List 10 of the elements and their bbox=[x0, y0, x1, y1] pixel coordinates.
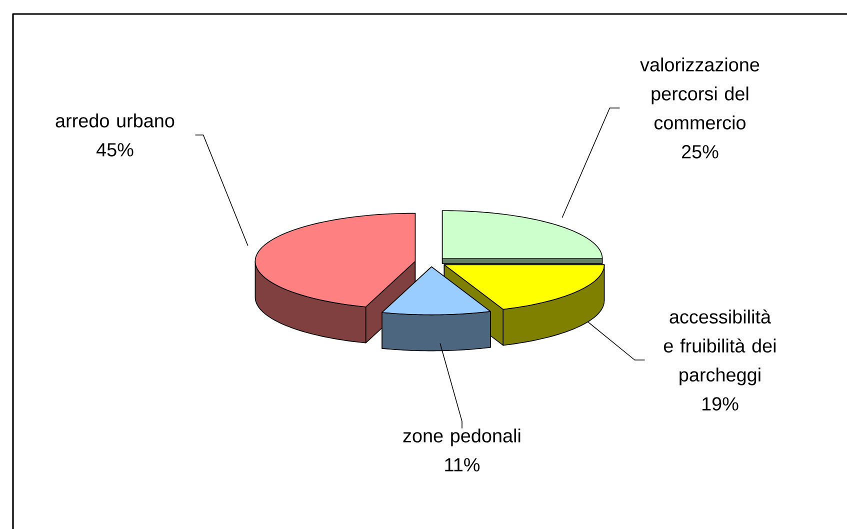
leader-line bbox=[562, 108, 620, 218]
leader-line bbox=[194, 134, 248, 246]
leader-line bbox=[588, 322, 646, 360]
slice-label: zone pedonali 11% bbox=[403, 428, 520, 472]
pie-slice bbox=[382, 266, 491, 352]
slice-label: arredo urbano 45% bbox=[56, 114, 174, 156]
pie-slice bbox=[254, 212, 416, 344]
pie-slice bbox=[442, 210, 603, 264]
slice-label: valorizzazione percorsi del commercio 25% bbox=[640, 58, 760, 158]
slice-label: accessibilità e fruibilità dei parcheggi 19% bbox=[664, 309, 776, 411]
